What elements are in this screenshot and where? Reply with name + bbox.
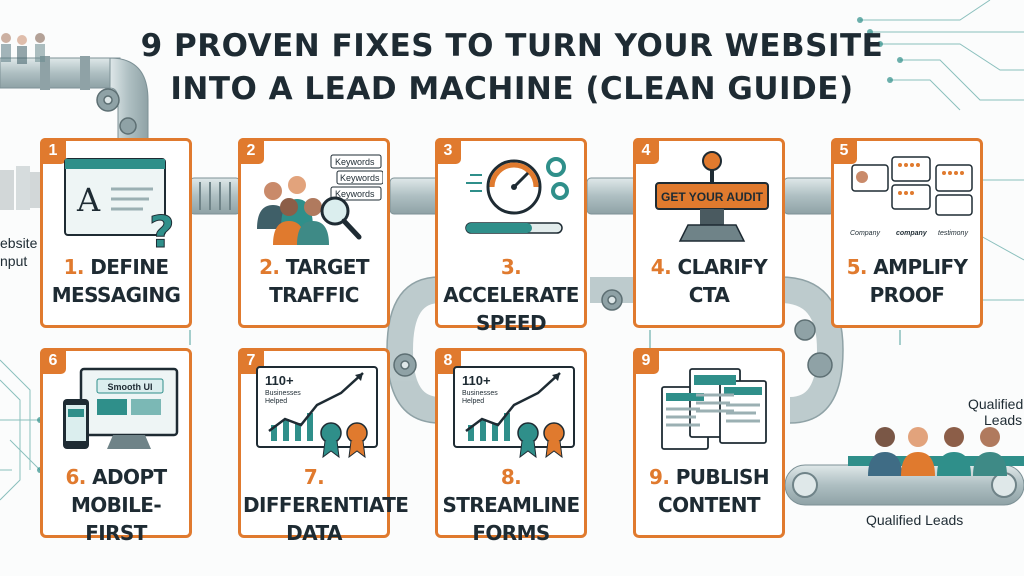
audience-magnifier-icon: Keywords Keywords Keywords <box>257 154 383 245</box>
fix-card-9: 9 9. PUBLISH CONTENT <box>633 348 785 538</box>
card-label: 1. DEFINE MESSAGING <box>51 255 181 307</box>
svg-text:Helped: Helped <box>265 398 287 405</box>
question-mark: ? <box>149 207 175 253</box>
svg-text:Businesses: Businesses <box>265 390 301 397</box>
connector-lines <box>189 330 901 350</box>
svg-text:GET YOUR AUDIT: GET YOUR AUDIT <box>661 190 764 204</box>
svg-text:Helped: Helped <box>462 398 484 405</box>
card-number-badge: 5 <box>831 138 857 164</box>
svg-text:company: company <box>896 230 928 237</box>
letter-a: A <box>76 181 101 219</box>
page-title-line-2: INTO A LEAD MACHINE (CLEAN GUIDE) <box>170 71 854 107</box>
speedometer-icon <box>465 157 569 234</box>
fix-card-6: 6 Smooth UI 6. ADOPT MOBILE-FIRST <box>40 348 192 545</box>
card-label: 8. STREAMLINE FORMS <box>442 465 580 545</box>
card-number-badge: 2 <box>238 138 264 164</box>
card-number-badge: 4 <box>633 138 659 164</box>
card-label: 9. PUBLISH CONTENT <box>649 465 770 517</box>
svg-text:Keywords: Keywords <box>335 157 375 167</box>
website-input-label-2: nput <box>0 253 28 269</box>
webpage-question-icon: A ? <box>64 158 175 253</box>
svg-text:110+: 110+ <box>462 373 491 388</box>
card-number-badge: 9 <box>633 348 659 374</box>
svg-text:Businesses: Businesses <box>462 390 498 397</box>
card-number-badge: 3 <box>435 138 461 164</box>
fix-card-1: 1 A ? 1. DEFINE MESSAGING <box>40 138 192 328</box>
fix-card-7: 7 110+ Businesses Helped 7. DIFFERENTIAT… <box>238 348 409 545</box>
gear-icons <box>96 88 833 378</box>
devices-icon: Smooth UI <box>63 367 179 449</box>
card-label: 6. ADOPT MOBILE-FIRST <box>65 465 167 545</box>
qualified-leads-top-2: Leads <box>984 412 1023 428</box>
card-label: 7. DIFFERENTIATE DATA <box>243 465 409 545</box>
people-left-top <box>1 33 45 64</box>
fix-card-4: 4 GET YOUR AUDIT 4. CLARIFY CTA <box>633 138 785 328</box>
card-number-badge: 1 <box>40 138 66 164</box>
qualified-leads-top-1: Qualified <box>968 396 1024 412</box>
website-input-label-1: ebsite <box>0 235 38 251</box>
qualified-leads-people <box>868 427 1007 476</box>
people-left-middle <box>0 166 40 210</box>
svg-text:Keywords: Keywords <box>340 173 380 183</box>
qualified-leads-bottom: Qualified Leads <box>866 512 964 528</box>
card-label: 2. TARGET TRAFFIC <box>259 255 369 307</box>
content-pages-icon <box>661 368 767 450</box>
fix-card-2: 2 Keywords Keywords Keywords 2. TARGET T… <box>238 138 390 328</box>
card-number-badge: 6 <box>40 348 66 374</box>
card-number-badge: 7 <box>238 348 264 374</box>
card-label: 5. AMPLIFY PROOF <box>846 255 968 307</box>
svg-text:Company: Company <box>850 230 880 237</box>
fix-card-3: 3 3. ACCELERATE SPEED <box>435 138 587 335</box>
card-label: 4. CLARIFY CTA <box>650 255 768 307</box>
card-label: 3. ACCELERATE SPEED <box>443 255 579 335</box>
svg-text:Keywords: Keywords <box>335 189 375 199</box>
reviews-logos-icon: Company company testimony <box>850 156 973 237</box>
svg-text:110+: 110+ <box>265 373 294 388</box>
top-conveyor <box>189 177 835 215</box>
svg-text:testimony: testimony <box>938 230 968 237</box>
page-title-line-1: 9 PROVEN FIXES TO TURN YOUR WEBSITE <box>140 28 884 64</box>
growth-chart-award-icon: 110+ Businesses Helped <box>256 366 378 459</box>
fix-card-8: 8 110+ Businesses Helped 8. STREAMLINE F… <box>435 348 587 545</box>
audit-button-lever-icon: GET YOUR AUDIT <box>655 151 769 242</box>
svg-text:Smooth UI: Smooth UI <box>108 382 153 392</box>
growth-chart-award-icon: 110+ Businesses Helped <box>453 366 575 459</box>
fix-card-5: 5 Company company testimony 5. AMPLIFY P… <box>831 138 983 328</box>
